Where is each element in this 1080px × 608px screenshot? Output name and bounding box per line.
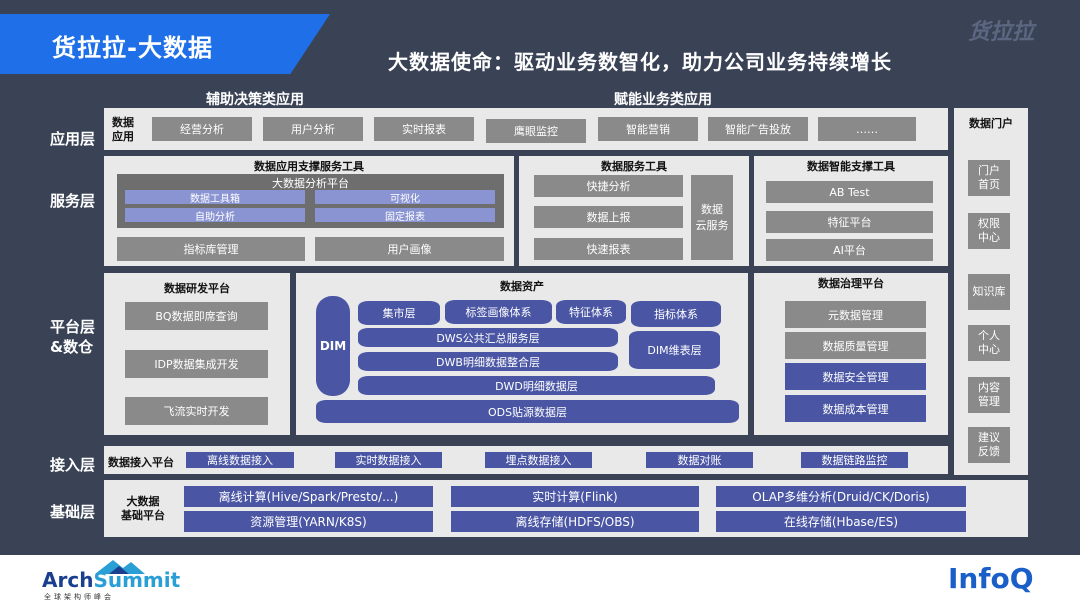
data-service-item-1: 数据上报: [534, 206, 683, 228]
app-item-1: 用户分析: [263, 117, 363, 141]
archsummit-logo-b: Summit: [93, 568, 181, 592]
gov-item-3: 数据成本管理: [785, 395, 926, 422]
data-service-item-0: 快捷分析: [534, 175, 683, 197]
layer-label-service: 服务层: [50, 192, 96, 210]
asset-top-2: 特征体系: [556, 300, 626, 324]
portal-title: 数据门户: [969, 117, 1013, 130]
smart-item-1: 特征平台: [766, 211, 933, 233]
tool-item-0: 数据工具箱: [125, 190, 305, 205]
tool-item-1: 可视化: [315, 190, 495, 205]
data-service-item-2: 快速报表: [534, 238, 683, 260]
app-item-0: 经营分析: [152, 117, 252, 141]
app-item-5: 智能广告投放: [708, 117, 808, 141]
asset-top-0: 集市层: [358, 301, 440, 325]
rd-platform-title: 数据研发平台: [164, 282, 230, 295]
base-label: 大数据 基础平台: [121, 495, 165, 523]
portal-item-5: 建议 反馈: [968, 427, 1010, 463]
rd-item-1: IDP数据集成开发: [125, 350, 268, 378]
dim-table-layer: DIM维表层: [629, 331, 720, 369]
ods-layer: ODS贴源数据层: [316, 400, 739, 423]
data-cloud-service: 数据 云服务: [691, 175, 733, 260]
portal-item-0: 门户 首页: [968, 160, 1010, 196]
smart-tools-title: 数据智能支撑工具: [807, 160, 895, 173]
app-head-business: 赋能业务类应用: [614, 92, 712, 108]
layer-label-app: 应用层: [50, 130, 96, 148]
base-item-0: 离线计算(Hive/Spark/Presto/...): [184, 486, 433, 507]
portal-item-3: 个人 中心: [968, 325, 1010, 361]
data-service-title: 数据服务工具: [601, 160, 667, 173]
app-item-2: 实时报表: [374, 117, 474, 141]
asset-top-1: 标签画像体系: [445, 300, 552, 324]
layer-label-platform: 平台层 &数仓: [50, 318, 96, 356]
portal-item-2: 知识库: [968, 274, 1010, 310]
smart-item-2: AI平台: [766, 239, 933, 261]
footer: [0, 555, 1080, 608]
base-item-4: 离线存储(HDFS/OBS): [451, 511, 699, 532]
title-banner: [0, 14, 330, 74]
base-item-5: 在线存储(Hbase/ES): [716, 511, 966, 532]
data-assets-title: 数据资产: [500, 280, 544, 293]
tool-item-3: 固定报表: [315, 208, 495, 223]
archsummit-logo-a: Arch: [42, 568, 94, 592]
brand-watermark: 货拉拉: [968, 20, 1035, 45]
app-item-6: ……: [818, 117, 916, 141]
layer-label-ingest: 接入层: [50, 456, 96, 474]
dwb-layer: DWB明细数据整合层: [358, 352, 618, 371]
portal-item-4: 内容 管理: [968, 377, 1010, 413]
dwd-layer: DWD明细数据层: [358, 376, 715, 395]
analysis-platform-label: 大数据分析平台: [272, 177, 349, 190]
asset-top-3: 指标体系: [631, 301, 721, 327]
gov-item-0: 元数据管理: [785, 301, 926, 328]
archsummit-subtitle: 全球架构师峰会: [44, 593, 114, 601]
base-item-2: OLAP多维分析(Druid/CK/Doris): [716, 486, 966, 507]
dws-layer: DWS公共汇总服务层: [358, 328, 618, 347]
gov-item-2: 数据安全管理: [785, 363, 926, 390]
page-title: 货拉拉-大数据: [52, 34, 213, 62]
ingest-item-4: 数据链路监控: [801, 452, 908, 468]
tool-bottom-0: 指标库管理: [117, 237, 305, 261]
smart-item-0: AB Test: [766, 181, 933, 203]
tool-bottom-1: 用户画像: [315, 237, 504, 261]
layer-label-base: 基础层: [50, 503, 96, 521]
app-head-decision: 辅助决策类应用: [206, 92, 304, 108]
archsummit-logo: ArchSummit: [42, 568, 180, 592]
app-item-3: 鹰眼监控: [486, 119, 586, 143]
ingest-item-2: 埋点数据接入: [485, 452, 592, 468]
tool-item-2: 自助分析: [125, 208, 305, 223]
gov-item-1: 数据质量管理: [785, 332, 926, 359]
app-layer-label: 数据 应用: [112, 116, 134, 143]
rd-item-0: BQ数据即席查询: [125, 302, 268, 330]
ingest-item-1: 实时数据接入: [335, 452, 442, 468]
infoq-logo: InfoQ: [948, 562, 1034, 595]
base-item-3: 资源管理(YARN/K8S): [184, 511, 433, 532]
base-item-1: 实时计算(Flink): [451, 486, 699, 507]
app-item-4: 智能营销: [598, 117, 698, 141]
service-tools-title: 数据应用支撑服务工具: [254, 160, 364, 173]
governance-title: 数据治理平台: [818, 277, 884, 290]
dim-pillar: DIM: [316, 296, 350, 396]
rd-item-2: 飞流实时开发: [125, 397, 268, 425]
portal-item-1: 权限 中心: [968, 213, 1010, 249]
ingest-item-3: 数据对账: [646, 452, 753, 468]
ingest-item-0: 离线数据接入: [186, 452, 294, 468]
archsummit-mountain-icon: [95, 560, 145, 574]
mission-statement: 大数据使命：驱动业务数智化，助力公司业务持续增长: [388, 50, 892, 74]
ingest-label: 数据接入平台: [108, 456, 174, 469]
